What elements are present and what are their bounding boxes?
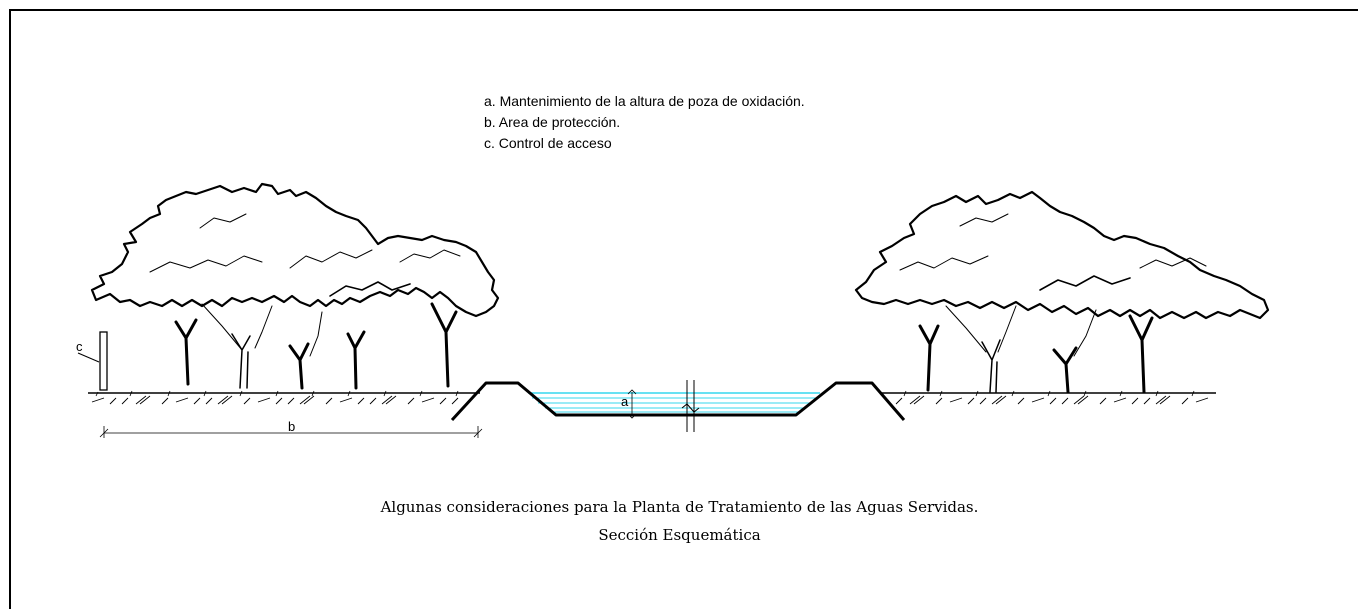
tree-trunk bbox=[981, 339, 1001, 393]
tree-group-right bbox=[854, 190, 1270, 394]
access-post bbox=[77, 331, 108, 391]
break-symbol bbox=[681, 380, 700, 432]
ground-right bbox=[880, 390, 1216, 405]
caption-line-2: Sección Esquemática bbox=[598, 526, 761, 544]
ground-left bbox=[88, 390, 480, 405]
tree-trunk bbox=[995, 361, 998, 393]
tree-trunk bbox=[346, 330, 366, 390]
legend-item-b: b. Area de protección. bbox=[484, 114, 621, 130]
dimension-a bbox=[627, 389, 637, 419]
tree-trunk bbox=[174, 318, 198, 386]
tree-trunk bbox=[1128, 314, 1154, 394]
label-b: b bbox=[288, 419, 295, 434]
tree-group-left bbox=[90, 182, 500, 390]
tree-canopy-left bbox=[90, 182, 500, 318]
tree-trunk bbox=[430, 302, 458, 388]
pond-section bbox=[450, 381, 906, 422]
legend-item-c: c. Control de acceso bbox=[484, 135, 612, 151]
dimension-b bbox=[99, 426, 483, 438]
legend: a. Mantenimiento de la altura de poza de… bbox=[484, 91, 805, 154]
legend-item-a: a. Mantenimiento de la altura de poza de… bbox=[484, 93, 805, 109]
tree-trunk bbox=[918, 324, 940, 392]
caption-line-1: Algunas consideraciones para la Planta d… bbox=[380, 498, 979, 516]
pond-water bbox=[528, 392, 820, 413]
drawing-frame bbox=[9, 9, 1358, 609]
label-c: c bbox=[76, 339, 83, 354]
tree-trunk bbox=[288, 342, 310, 390]
label-a: a bbox=[621, 394, 629, 409]
tree-trunk bbox=[246, 351, 249, 389]
tree-canopy-right bbox=[854, 190, 1270, 320]
tree-trunk bbox=[1052, 346, 1078, 394]
